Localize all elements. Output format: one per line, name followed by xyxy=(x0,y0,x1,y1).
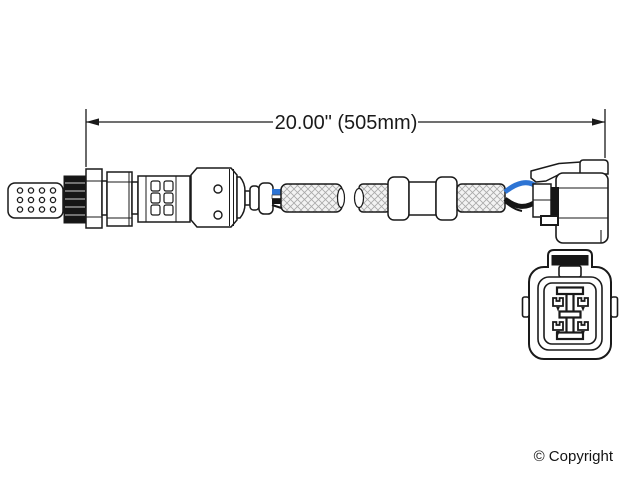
hex-nut-chamfers xyxy=(107,172,132,226)
crimp-sleeve xyxy=(190,167,246,228)
terminal-pin xyxy=(552,321,564,336)
boot-barrel xyxy=(249,185,260,211)
flange-body xyxy=(85,168,103,229)
cable-cut-end-left xyxy=(336,187,346,209)
oxygen-sensor-illustration xyxy=(7,159,619,360)
crimp-slot xyxy=(150,192,161,204)
vent-hole xyxy=(38,196,46,204)
terminal-pins xyxy=(552,297,589,336)
spot-weld-top xyxy=(213,184,223,194)
neck-2 xyxy=(131,181,139,215)
vent-hole xyxy=(27,187,35,194)
cable-ferrule xyxy=(387,176,458,221)
flange xyxy=(85,168,103,229)
vent-hole xyxy=(38,206,46,213)
crimp-slot xyxy=(163,204,174,216)
sensor-tip xyxy=(7,182,64,219)
connector-side-view xyxy=(530,159,609,244)
keyway-top-cap xyxy=(555,286,585,296)
crimp-slot xyxy=(163,192,174,204)
dimension-label: 20.00" (505mm) xyxy=(275,112,418,134)
cable-segment-3 xyxy=(456,183,506,213)
connector-face-view xyxy=(521,249,619,360)
vent-hole xyxy=(49,206,57,213)
dimension-annotation: 20.00" (505mm) xyxy=(85,109,606,167)
terminal-pin xyxy=(552,297,564,312)
ferrule-ring-left xyxy=(387,176,410,221)
face-latch-tab xyxy=(558,265,582,278)
wire-blue xyxy=(272,189,284,195)
face-side-tab-right xyxy=(610,296,619,318)
crimp-sleeve-body xyxy=(190,167,238,228)
connector-top-block xyxy=(579,159,609,175)
vent-hole xyxy=(16,187,24,194)
boot-body xyxy=(258,182,274,215)
vent-hole xyxy=(16,206,24,213)
face-latch-band xyxy=(551,255,589,266)
thread-ridges xyxy=(65,182,85,216)
terminal-pin xyxy=(577,321,589,336)
crimp-slot xyxy=(150,204,161,216)
copyright-label: © Copyright xyxy=(534,448,614,465)
ferrule-middle xyxy=(408,181,437,216)
cable-cut-end-right xyxy=(353,187,365,209)
vent-hole xyxy=(27,206,35,213)
strain-relief-boot xyxy=(244,182,274,215)
face-side-tab-left xyxy=(521,296,530,318)
dimension-arrow-right xyxy=(592,118,605,126)
wire-black xyxy=(272,198,284,204)
cable-braid-1 xyxy=(280,183,343,213)
vent-hole xyxy=(49,187,57,194)
sensor-body xyxy=(137,175,191,223)
dimension-arrow-left xyxy=(86,118,99,126)
vent-hole xyxy=(38,187,46,194)
keyway-cross xyxy=(558,310,582,319)
sleeve-taper xyxy=(236,176,246,219)
vent-holes xyxy=(16,187,57,213)
connector-foot xyxy=(540,215,559,226)
thread-section xyxy=(63,175,87,224)
crimp-sleeve-lines xyxy=(229,169,234,226)
lead-wires-right xyxy=(503,180,539,212)
ferrule-ring-right xyxy=(435,176,458,221)
hex-nut xyxy=(106,171,133,227)
connector-housing-lines xyxy=(556,187,608,243)
cable-segment-1 xyxy=(280,183,346,213)
terminal-pin xyxy=(577,297,589,312)
sensor-body-lines xyxy=(145,176,177,222)
hex-nut-body xyxy=(106,171,133,227)
spot-weld-bottom xyxy=(213,210,223,220)
flange-lines xyxy=(86,180,102,218)
vent-hole xyxy=(27,196,35,204)
connector-housing xyxy=(555,172,609,244)
connector-seal-black xyxy=(551,187,559,216)
vent-hole xyxy=(16,196,24,204)
crimp-slot xyxy=(163,180,174,192)
face-keyway xyxy=(555,286,585,341)
vent-hole xyxy=(49,196,57,204)
crimp-slot xyxy=(150,180,161,192)
crimp-slots xyxy=(150,180,174,216)
keyway-bottom-cap xyxy=(555,331,585,341)
cable-segment-2 xyxy=(353,183,391,213)
wire-blue-right xyxy=(503,180,539,194)
